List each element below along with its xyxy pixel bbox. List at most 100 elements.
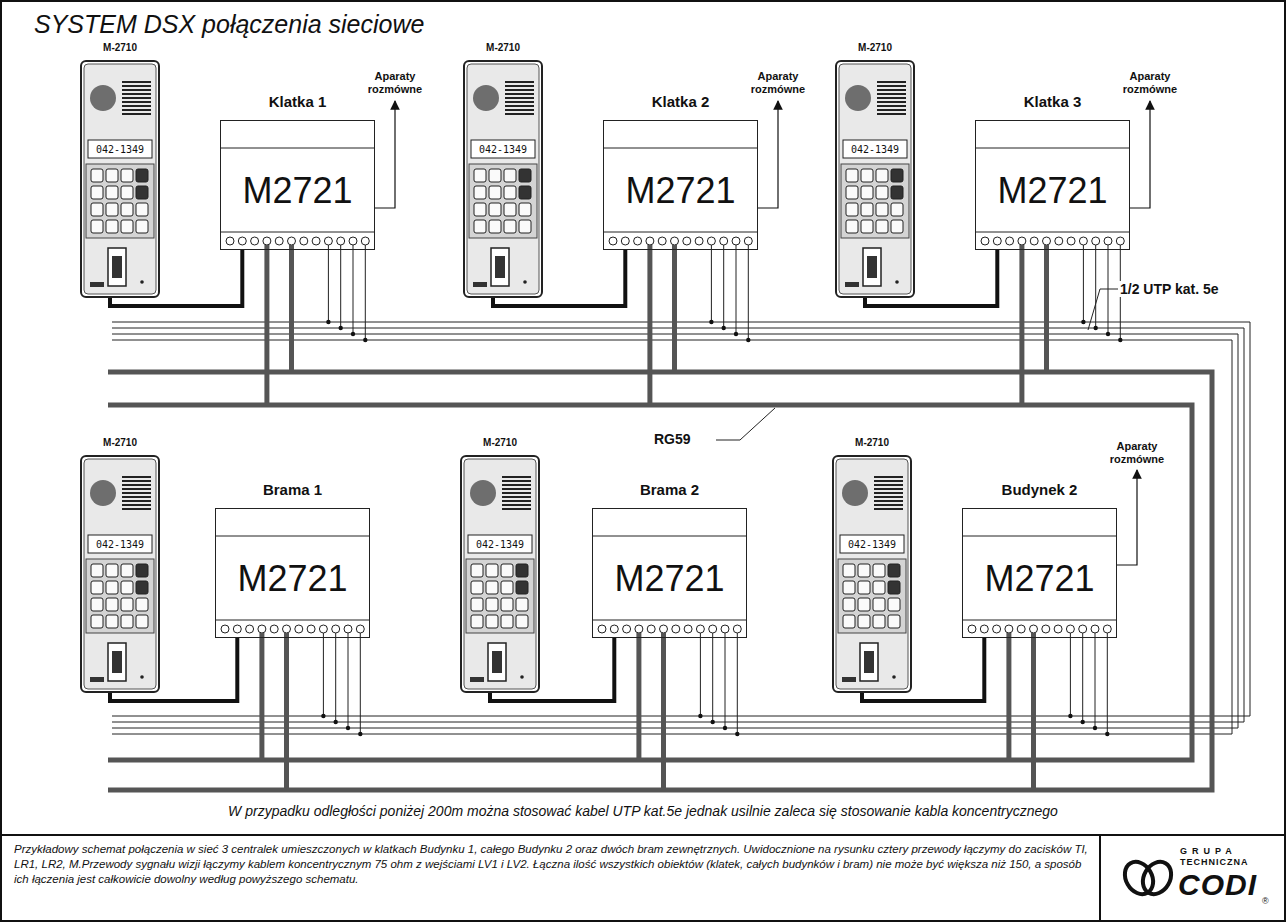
utp-drop-wire xyxy=(748,245,749,340)
coax-drop-wire xyxy=(1044,245,1049,372)
utp-drop-wire xyxy=(1107,633,1108,734)
caption-divider xyxy=(1,834,1285,836)
handset-arrow xyxy=(375,101,395,208)
utp-drop-wire xyxy=(1083,245,1084,322)
utp-drop-wire xyxy=(353,245,354,334)
door-panel: M-2710042-1349 xyxy=(80,455,160,693)
unit-terminals xyxy=(220,148,375,245)
location-heading: Brama 1 xyxy=(216,481,369,499)
door-panel: M-2710042-1349 xyxy=(832,455,912,693)
utp-drop-wire xyxy=(725,633,726,728)
unit-terminals xyxy=(603,148,758,245)
location-heading: Budynek 2 xyxy=(963,481,1116,499)
coax-drop-wire xyxy=(284,633,289,790)
logo-text: TECHNICZNA xyxy=(1180,857,1280,867)
unit-name: M2721 xyxy=(216,557,369,600)
logo-divider xyxy=(1099,835,1101,921)
utp-drop-wire xyxy=(335,633,336,722)
utp-drop-wire xyxy=(700,633,701,716)
utp-drop-wire xyxy=(348,633,349,728)
location-heading: Klatka 1 xyxy=(221,93,374,111)
model-label: M-2710 xyxy=(82,437,158,449)
door-panel: M-2710042-1349 xyxy=(835,60,915,298)
network-bus xyxy=(108,101,1250,790)
panel-illustrations xyxy=(84,64,1130,689)
utp-drop-wire xyxy=(723,245,724,328)
utp-drop-wire xyxy=(340,245,341,328)
display-text: 042-1349 xyxy=(82,539,158,551)
location-heading: Klatka 3 xyxy=(976,93,1129,111)
display-text: 042-1349 xyxy=(82,144,158,156)
unit-name: M2721 xyxy=(976,169,1129,212)
display-text: 042-1349 xyxy=(837,144,913,156)
unit-name: M2721 xyxy=(221,169,374,212)
utp-drop-wire xyxy=(1095,633,1096,728)
coax-drop-wire xyxy=(259,633,264,760)
unit-terminals xyxy=(975,148,1130,245)
unit-terminals xyxy=(215,536,370,633)
logo-symbol xyxy=(1119,857,1177,899)
coax-drop-wire xyxy=(636,633,641,760)
control-unit-box: Klatka 3M2721 xyxy=(975,120,1130,250)
coax-bus-wire xyxy=(108,405,1192,760)
panel-drawing xyxy=(839,64,911,294)
caption-text: Przykładowy schemat połączenia w sieć 3 … xyxy=(14,842,1092,887)
coax-drop-wire xyxy=(1006,633,1011,760)
callout-label: Aparaty rozmówne xyxy=(1105,70,1195,95)
model-label: M-2710 xyxy=(465,42,541,54)
coax-drop-wire xyxy=(672,245,677,372)
model-label: M-2710 xyxy=(462,437,538,449)
unit-name: M2721 xyxy=(963,557,1116,600)
panel-drawing xyxy=(464,459,536,689)
cable-label: RG59 xyxy=(652,431,693,447)
coax-bus-wire xyxy=(108,372,1212,790)
utp-drop-wire xyxy=(736,245,737,334)
handset-arrow xyxy=(1117,470,1137,565)
diagram-title: SYSTEM DSX połączenia sieciowe xyxy=(34,10,424,39)
utp-drop-wire xyxy=(1095,245,1096,328)
control-unit-box: Klatka 2M2721 xyxy=(603,120,758,250)
leader-line xyxy=(716,408,775,440)
logo-text: GRUPA xyxy=(1180,846,1280,856)
panel-drawing xyxy=(467,64,539,294)
panel-drawing xyxy=(836,459,908,689)
utp-drop-wire xyxy=(360,633,361,734)
callout-label: Aparaty rozmówne xyxy=(1092,440,1182,465)
location-heading: Brama 2 xyxy=(593,481,746,499)
utp-drop-wire xyxy=(737,633,738,734)
location-heading: Klatka 2 xyxy=(604,93,757,111)
coax-drop-wire xyxy=(1031,633,1036,790)
door-panel: M-2710042-1349 xyxy=(80,60,160,298)
logo-text: ® xyxy=(1262,896,1276,906)
model-label: M-2710 xyxy=(834,437,910,449)
utp-bus-wire xyxy=(112,340,1232,734)
coax-drop-wire xyxy=(289,245,294,372)
callout-label: Aparaty rozmówne xyxy=(350,70,440,95)
unit-name: M2721 xyxy=(593,557,746,600)
utp-bus-wire xyxy=(112,334,1238,728)
control-unit-box: Klatka 1M2721 xyxy=(220,120,375,250)
door-panel: M-2710042-1349 xyxy=(463,60,543,298)
unit-name: M2721 xyxy=(604,169,757,212)
cable-label: 1/2 UTP kat. 5e xyxy=(1118,281,1221,297)
utp-bus-wire xyxy=(112,322,1250,716)
unit-terminals xyxy=(592,536,747,633)
handset-arrow xyxy=(1130,101,1150,208)
panel-drawing xyxy=(84,64,156,294)
handset-arrow xyxy=(758,101,778,208)
coax-drop-wire xyxy=(661,633,666,790)
utp-drop-wire xyxy=(1082,633,1083,722)
door-panel: M-2710042-1349 xyxy=(460,455,540,693)
note-text: W przypadku odległości poniżej 200m możn… xyxy=(60,803,1226,819)
panel-drawing xyxy=(84,459,156,689)
control-unit-box: Brama 2M2721 xyxy=(592,508,747,638)
unit-terminals xyxy=(962,536,1117,633)
utp-drop-wire xyxy=(328,245,329,322)
utp-bus-wire xyxy=(112,328,1244,722)
leader-line xyxy=(1088,289,1118,330)
control-unit-box: Brama 1M2721 xyxy=(215,508,370,638)
